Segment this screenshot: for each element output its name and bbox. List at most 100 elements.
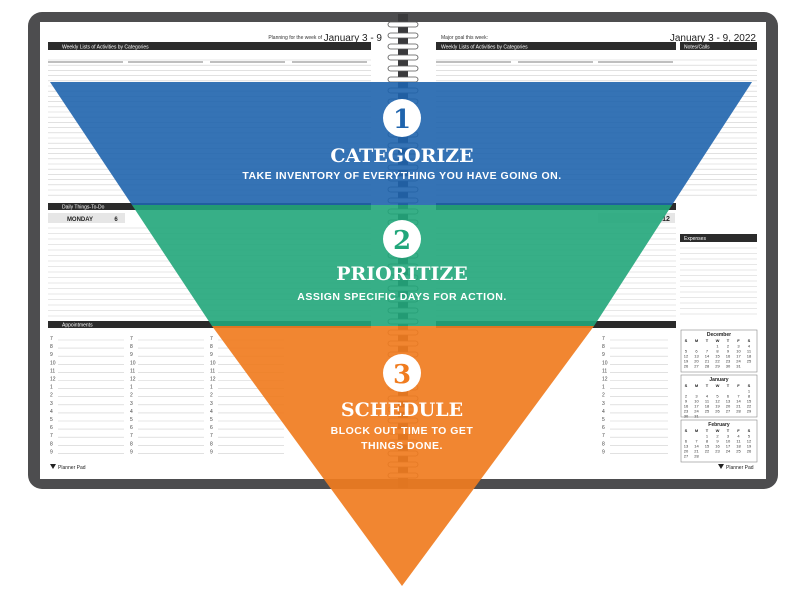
calendar-weekday: T [727, 428, 730, 433]
calendar-day: 5 [748, 434, 751, 439]
hour-label: 4 [50, 409, 53, 415]
calendar-day: 13 [726, 399, 731, 404]
calendar-day: 10 [726, 439, 731, 444]
brand-logo-icon [50, 464, 56, 469]
appointments-bar-left [48, 321, 371, 328]
calendar-weekday: S [748, 338, 751, 343]
calendar-weekday: M [695, 428, 699, 433]
calendar-day: 27 [726, 409, 731, 414]
spiral-ring [387, 54, 419, 61]
hour-label: 8 [210, 344, 213, 350]
step-2-subtitle: ASSIGN SPECIFIC DAYS FOR ACTION. [297, 291, 507, 303]
calendar-box [680, 329, 758, 373]
calendar-day: 21 [694, 449, 699, 454]
right-categories-label: Weekly Lists of Activities by Categories [441, 45, 528, 51]
hour-label: 2 [210, 393, 213, 399]
calendar-month: January [709, 377, 728, 383]
calendar-weekday: M [695, 383, 699, 388]
monday-number: 6 [114, 217, 118, 223]
calendar-day: 3 [727, 434, 730, 439]
calendar-day: 16 [684, 404, 689, 409]
spiral-ring [387, 65, 419, 72]
hour-label: 3 [50, 401, 53, 407]
calendar-month: December [707, 332, 731, 338]
calendar-day: 17 [694, 404, 699, 409]
calendar-weekday: S [748, 428, 751, 433]
calendar-day: 29 [747, 409, 752, 414]
step-3-badge [383, 354, 421, 392]
daily-label: Daily Things-To-Do [62, 205, 105, 211]
step-3-subtitle-line2: THINGS DONE. [361, 440, 443, 452]
hour-label: 3 [130, 401, 133, 407]
expenses-label: Expenses [684, 236, 706, 242]
hour-label: 1 [130, 385, 133, 391]
calendar-weekday: T [727, 338, 730, 343]
calendar-day: 30 [684, 414, 689, 419]
step-1-number: 1 [393, 105, 411, 135]
calendar-box [680, 374, 758, 418]
calendar-day: 28 [736, 409, 741, 414]
hour-label: 6 [130, 425, 133, 431]
hour-label: 1 [602, 385, 605, 391]
step-2-badge [383, 220, 421, 258]
calendar-day: 29 [715, 364, 720, 369]
calendar-day: 31 [736, 364, 741, 369]
hour-label: 9 [602, 449, 605, 455]
step-1-badge [383, 99, 421, 137]
hour-label: 2 [602, 393, 605, 399]
calendar-day: 15 [705, 444, 710, 449]
calendar-day: 19 [747, 444, 752, 449]
calendar-weekday: S [685, 428, 688, 433]
calendar-day: 19 [715, 404, 720, 409]
expenses-bar [680, 234, 757, 242]
calendar-day: 7 [695, 439, 698, 444]
hour-label: 11 [602, 368, 607, 374]
hour-label: 12 [602, 377, 608, 383]
calendar-day: 1 [716, 344, 719, 349]
calendar-day: 23 [726, 359, 731, 364]
calendar-day: 8 [748, 394, 751, 399]
calendar-weekday: S [748, 383, 751, 388]
calendar-day: 30 [726, 364, 731, 369]
hour-label: 7 [50, 433, 53, 439]
hour-label: 11 [50, 368, 55, 374]
spiral-ring [387, 32, 419, 39]
hour-label: 8 [210, 441, 213, 447]
calendar-weekday: T [727, 383, 730, 388]
calendar-day: 20 [726, 404, 731, 409]
calendar-day: 4 [737, 434, 740, 439]
hour-label: 9 [210, 352, 213, 358]
schedule-band [212, 326, 594, 586]
calendar-day: 18 [747, 354, 752, 359]
hour-label: 2 [50, 393, 53, 399]
left-categories-label: Weekly Lists of Activities by Categories [62, 45, 149, 51]
notes-bar [680, 42, 757, 50]
calendar-day: 15 [715, 354, 720, 359]
calendar-day: 16 [715, 444, 720, 449]
hour-label: 9 [50, 352, 53, 358]
calendar-day: 28 [705, 364, 710, 369]
calendar-day: 22 [705, 449, 710, 454]
calendar-day: 20 [694, 359, 699, 364]
hour-label: 11 [210, 368, 215, 374]
notes-label: Notes/Calls [684, 45, 710, 51]
calendar-weekday: M [695, 338, 699, 343]
calendar-weekday: T [706, 383, 709, 388]
calendar-day: 12 [747, 439, 752, 444]
spiral-ring [387, 43, 419, 50]
monday-label: MONDAY [67, 217, 93, 223]
hour-label: 1 [210, 385, 213, 391]
calendar-day: 9 [685, 399, 688, 404]
calendar-day: 28 [694, 454, 699, 459]
calendar-day: 24 [736, 359, 741, 364]
hour-label: 4 [130, 409, 133, 415]
step-1-title: CATEGORIZE [330, 145, 473, 167]
hour-label: 9 [130, 449, 133, 455]
hour-label: 7 [210, 336, 213, 342]
hour-label: 1 [50, 385, 53, 391]
right-goal-label: Major goal this week: [441, 35, 488, 41]
brand-left: Planner Pad [58, 465, 86, 471]
calendar-day: 1 [706, 434, 709, 439]
